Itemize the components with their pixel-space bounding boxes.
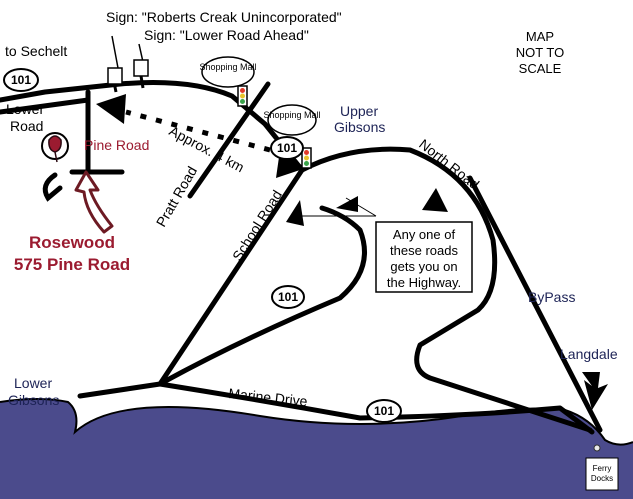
north-road bbox=[299, 146, 593, 433]
highway-number: 101 bbox=[374, 404, 394, 418]
highway-shield bbox=[366, 399, 402, 423]
destination-address: 575 Pine Road bbox=[14, 255, 130, 274]
connector-road bbox=[157, 205, 367, 387]
map-note: NOT TO bbox=[516, 45, 564, 60]
highway-101-upper bbox=[0, 80, 305, 173]
shopping-mall-label: Shopping Mall bbox=[199, 62, 256, 72]
sign-label-roberts-creek: Sign: "Roberts Creak Unincorporated" bbox=[106, 9, 342, 25]
callout-line: gets you on bbox=[390, 259, 457, 274]
ferry-docks-box bbox=[585, 457, 619, 491]
sign-label-lower-road: Sign: "Lower Road Ahead" bbox=[144, 27, 309, 43]
shopping-mall-bubble bbox=[267, 104, 317, 136]
north-road-label: North Road bbox=[416, 136, 482, 193]
ferry-label: Docks bbox=[591, 474, 613, 483]
callout-line: the Highway. bbox=[387, 275, 461, 290]
lower-road-label: Road bbox=[10, 118, 43, 134]
svg-text:Shopping Mall: Shopping Mall bbox=[263, 110, 320, 120]
rosewood-icon bbox=[48, 135, 62, 163]
driveway bbox=[42, 172, 63, 202]
marine-drive-label: Marine Drive bbox=[228, 385, 309, 409]
destination-arrow bbox=[74, 170, 114, 234]
lower-road-label: Lower bbox=[6, 101, 44, 117]
callout-box bbox=[375, 221, 473, 293]
school-road bbox=[157, 167, 305, 387]
highway-shield bbox=[271, 285, 305, 309]
shopping-mall-label: Shopping Mall bbox=[263, 110, 320, 120]
highway-number: 101 bbox=[278, 290, 298, 304]
map-note: SCALE bbox=[519, 61, 562, 76]
callout-arrowhead-2 bbox=[336, 196, 358, 212]
upper-gibsons-label: Gibsons bbox=[334, 119, 385, 135]
shopping-mall-bubble bbox=[201, 56, 255, 88]
langdale-label: Langdale bbox=[560, 346, 618, 362]
callout-arrowhead-3 bbox=[422, 188, 448, 212]
marine-drive bbox=[77, 381, 595, 435]
sign-lower-road-ahead bbox=[133, 59, 149, 77]
pratt-road-label: Pratt Road bbox=[153, 164, 200, 230]
callout-line: Any one of bbox=[393, 227, 456, 242]
lower-gibsons-label: Gibsons bbox=[8, 392, 59, 408]
shoreline bbox=[0, 398, 633, 446]
pratt-road bbox=[187, 81, 271, 199]
callout-line: these roads bbox=[390, 243, 458, 258]
svg-text:Shopping Mall: Shopping Mall bbox=[199, 62, 256, 72]
highway-shield bbox=[3, 68, 39, 92]
highway-shield bbox=[270, 136, 304, 160]
school-road-label: School Road bbox=[229, 187, 285, 263]
destination-name: Rosewood bbox=[29, 233, 115, 252]
lower-road bbox=[0, 97, 91, 115]
water bbox=[0, 399, 633, 499]
ferry-label: Ferry bbox=[593, 464, 612, 473]
bypass bbox=[467, 175, 603, 433]
pine-road-label: Pine Road bbox=[84, 137, 149, 153]
callout-arrowhead-1 bbox=[286, 200, 304, 226]
upper-gibsons-label: Upper bbox=[340, 103, 378, 119]
lower-gibsons-label: Lower bbox=[14, 375, 52, 391]
highway-number: 101 bbox=[11, 73, 31, 87]
sign-roberts-creek bbox=[107, 67, 123, 85]
highway-number: 101 bbox=[277, 141, 297, 155]
map-note: MAP bbox=[526, 29, 554, 44]
langdale-arrow bbox=[582, 372, 608, 410]
to-sechelt-label: to Sechelt bbox=[5, 43, 67, 59]
bypass-label: ByPass bbox=[528, 289, 575, 305]
route-arrowhead-left bbox=[96, 94, 126, 124]
